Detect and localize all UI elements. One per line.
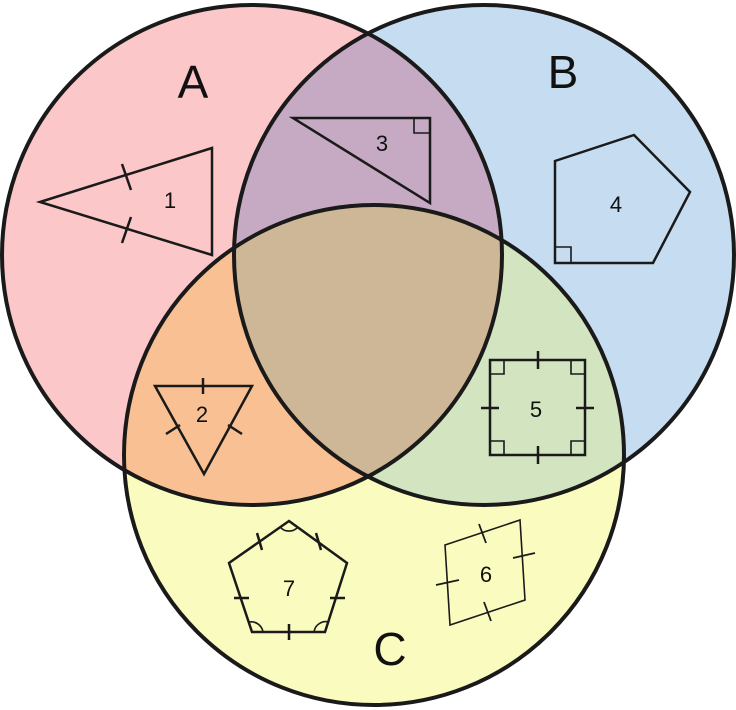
shape-7-regular-pentagon: 7 (227, 519, 349, 640)
shape-4-label: 4 (610, 192, 622, 217)
shape-1-label: 1 (164, 188, 176, 213)
shape-1-isosceles-triangle: 1 (35, 146, 214, 257)
set-a-label: A (178, 56, 209, 108)
set-c-outline (122, 203, 626, 707)
shape-7-label: 7 (283, 576, 295, 601)
set-c-label: C (373, 623, 406, 675)
shape-2-label: 2 (196, 402, 208, 427)
shape-3-right-triangle: 3 (288, 116, 432, 206)
set-b-label: B (548, 46, 579, 98)
shape-2-equilateral-triangle: 2 (152, 378, 255, 477)
shape-6-rhombus: 6 (435, 518, 536, 627)
set-b-outline (232, 3, 736, 507)
shape-3-label: 3 (376, 131, 388, 156)
set-a-outline (0, 3, 504, 507)
shape-6-label: 6 (480, 562, 492, 587)
shape-4-pentagon: 4 (553, 133, 692, 265)
shape-5-label: 5 (530, 397, 542, 422)
shape-5-square: 5 (481, 351, 594, 464)
